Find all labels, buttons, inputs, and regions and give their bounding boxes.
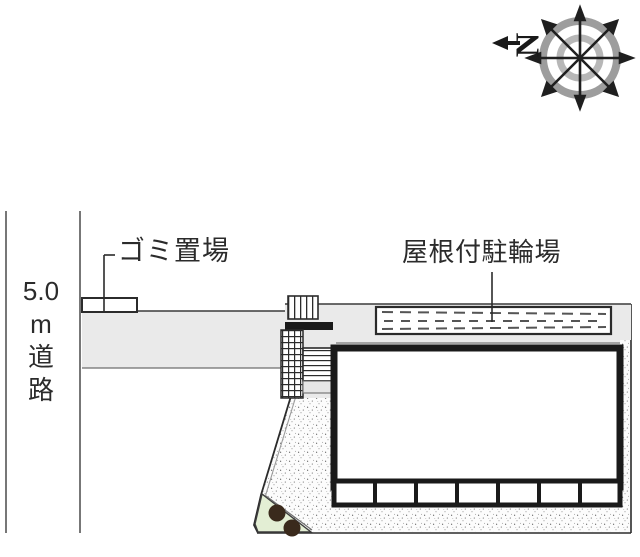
label-covered-bicycle-parking: 屋根付駐輪場 [402, 237, 562, 267]
road-word-char-2: 路 [27, 375, 54, 405]
compass-rose [524, 4, 636, 112]
garbage-label-leader [103, 254, 115, 311]
balcony-row [331, 478, 623, 508]
label-road-width: 5.0 m 道 路 [17, 278, 65, 410]
road-width-unit: m [30, 309, 52, 339]
label-garbage-area: ゴミ置場 [118, 236, 230, 266]
shrub-icon [268, 504, 286, 522]
stairs [280, 295, 334, 399]
garbage-enclosure [81, 297, 138, 313]
road-corridor [5, 211, 81, 533]
road-width-value: 5.0 [22, 276, 60, 306]
north-arrow-head [492, 36, 520, 50]
shrub-icon [283, 519, 301, 537]
planting-strip [254, 492, 314, 537]
covered-bicycle-parking [374, 305, 613, 336]
main-building [330, 342, 624, 508]
road-word-char-1: 道 [27, 342, 54, 372]
